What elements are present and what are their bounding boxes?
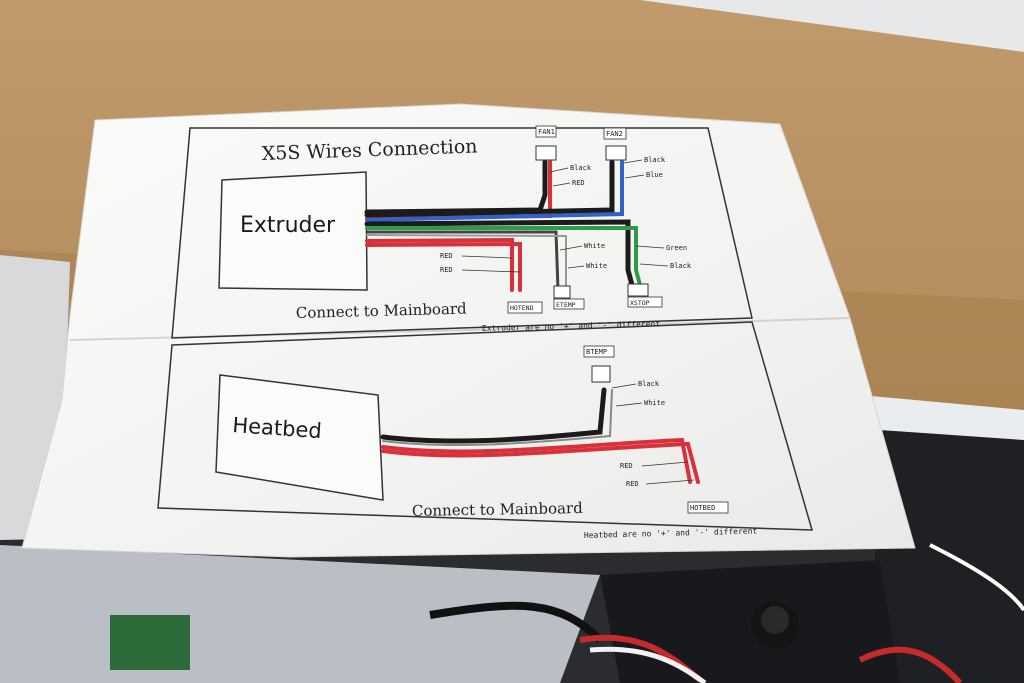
- etemp-connector: [553, 285, 585, 310]
- fan2-wire-blue: Blue: [646, 171, 663, 179]
- heatbed-wires: [380, 387, 700, 484]
- btemp-wire-white: White: [644, 399, 665, 407]
- hotbed-tag: HOTBED: [690, 504, 715, 512]
- xstop-wire-black: Black: [670, 262, 692, 270]
- fan1-wire-red: RED: [572, 179, 585, 187]
- lower-frame: [157, 321, 814, 531]
- btemp-wire-black: Black: [638, 380, 660, 388]
- hotend-tag: HOTEND: [510, 304, 534, 312]
- xstop-tag: XSTOP: [630, 299, 650, 307]
- hotend-connector: [507, 301, 543, 314]
- extruder-wires: [364, 159, 642, 292]
- upper-leader-lines: [461, 159, 669, 273]
- hotbed-wire-red-2: RED: [626, 480, 639, 488]
- extruder-label: Extruder: [240, 213, 336, 238]
- upper-connect-text: Connect to Mainboard: [296, 300, 468, 322]
- xstop-wire-green: Green: [666, 244, 687, 252]
- hotend-wire-red-2: RED: [440, 266, 453, 274]
- fan1-wire-black: Black: [570, 164, 592, 172]
- xstop-connector: [627, 283, 663, 308]
- etemp-wire-white-1: White: [584, 242, 605, 250]
- etemp-tag: ETEMP: [556, 301, 576, 309]
- fan1-connector: [535, 125, 557, 161]
- fan2-connector: [603, 127, 627, 161]
- etemp-wire-white-2: White: [586, 262, 607, 270]
- lower-leader-lines: [611, 383, 695, 485]
- fan2-wire-black: Black: [644, 156, 666, 164]
- hotbed-wire-red-1: RED: [620, 462, 633, 470]
- packaging-plastic: [0, 255, 1024, 683]
- hotend-wire-red-1: RED: [440, 252, 453, 260]
- extruder-box: [218, 171, 368, 291]
- lower-connect-text: Connect to Mainboard: [412, 499, 584, 520]
- btemp-tag: BTEMP: [586, 348, 607, 356]
- wiring-sheet: [21, 103, 916, 558]
- btemp-connector: [583, 345, 615, 383]
- heatbed-box: [215, 374, 384, 501]
- fan2-tag: FAN2: [606, 130, 623, 138]
- hotbed-connector: [687, 501, 729, 514]
- upper-frame: [171, 127, 753, 339]
- fan1-tag: FAN1: [538, 128, 555, 136]
